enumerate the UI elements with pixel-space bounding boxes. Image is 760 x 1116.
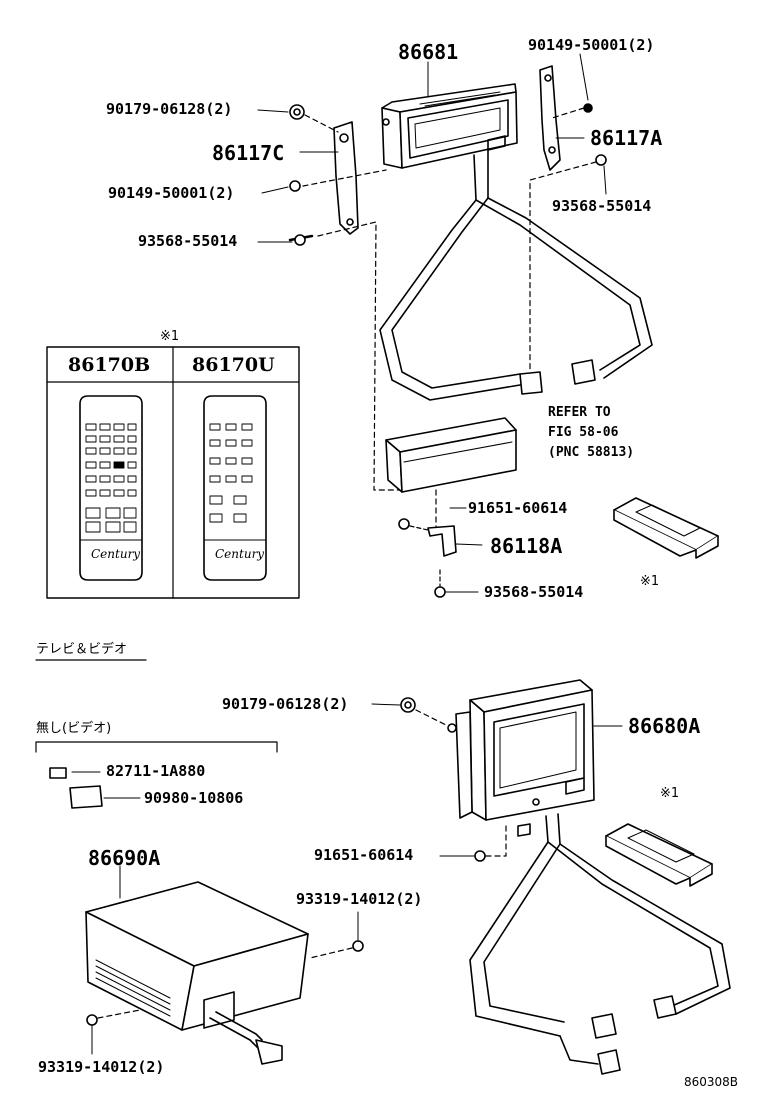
part-86681-label: 86681 — [398, 40, 459, 64]
part-90980-label: 90980-10806 — [144, 789, 244, 807]
part-93568-left-label: 93568-55014 — [138, 232, 238, 250]
part-90179-bottom-label: 90179-06128(2) — [222, 695, 349, 713]
remote-logo-left: Century — [91, 547, 141, 561]
monitor-unit-86681 — [381, 83, 518, 169]
part-93319-left-label: 93319-14012(2) — [38, 1058, 165, 1076]
remote-table — [46, 346, 300, 599]
refer-line-2: FIG 58-06 — [548, 425, 619, 440]
remote-perspective-bottom — [605, 823, 713, 887]
part-86690A-label: 86690A — [88, 846, 161, 870]
remote-perspective-top — [613, 497, 719, 559]
remote-bottom-marker: ※1 — [660, 786, 680, 801]
cable-top — [379, 149, 653, 401]
figure-code: 860308B — [684, 1075, 739, 1089]
leaders-bottom — [71, 703, 623, 1055]
leaders-top — [257, 53, 607, 593]
cable-bottom — [469, 813, 731, 1075]
mounting-bracket-panel — [385, 417, 517, 493]
part-86680A-label: 86680A — [628, 714, 701, 738]
plate-86118A — [398, 518, 457, 598]
section-lines — [35, 659, 278, 753]
bracket-86117A — [539, 65, 561, 171]
remote-table-marker: ※1 — [160, 329, 180, 344]
refer-line-3: (PNC 58813) — [548, 445, 635, 460]
monitor-unit-86680A — [447, 679, 595, 821]
bracket-86117C — [333, 121, 359, 235]
part-91651-bottom-label: 91651-60614 — [314, 846, 414, 864]
fasteners-top — [288, 103, 607, 246]
remote-logo-right: Century — [215, 547, 265, 561]
part-86118A-label: 86118A — [490, 534, 563, 558]
part-90149-left-label: 90149-50001(2) — [108, 184, 235, 202]
part-86117A-label: 86117A — [590, 126, 663, 150]
part-93568-bottom-label: 93568-55014 — [484, 583, 584, 601]
part-90179-top-label: 90179-06128(2) — [106, 100, 233, 118]
dashed-lines-bottom — [97, 709, 507, 1019]
part-93568-right-label: 93568-55014 — [552, 197, 652, 215]
remote-86170B — [79, 395, 143, 581]
tuner-box-86690A — [85, 881, 309, 1065]
part-91651-top-label: 91651-60614 — [468, 499, 568, 517]
remote-col1-header: 86170B — [68, 354, 151, 376]
remote-top-marker: ※1 — [640, 574, 660, 589]
part-93319-right-label: 93319-14012(2) — [296, 890, 423, 908]
fasteners-bottom — [49, 697, 486, 1026]
dashed-lines-top — [302, 107, 597, 531]
section-tv-video: テレビ＆ビデオ — [36, 642, 128, 657]
section-no-video: 無し(ビデオ) — [36, 721, 112, 736]
remote-col2-header: 86170U — [192, 354, 275, 376]
refer-line-1: REFER TO — [548, 405, 611, 420]
part-82711-label: 82711-1A880 — [106, 762, 206, 780]
part-86117C-label: 86117C — [212, 141, 285, 165]
part-90149-top-label: 90149-50001(2) — [528, 36, 655, 54]
remote-86170U — [203, 395, 267, 581]
